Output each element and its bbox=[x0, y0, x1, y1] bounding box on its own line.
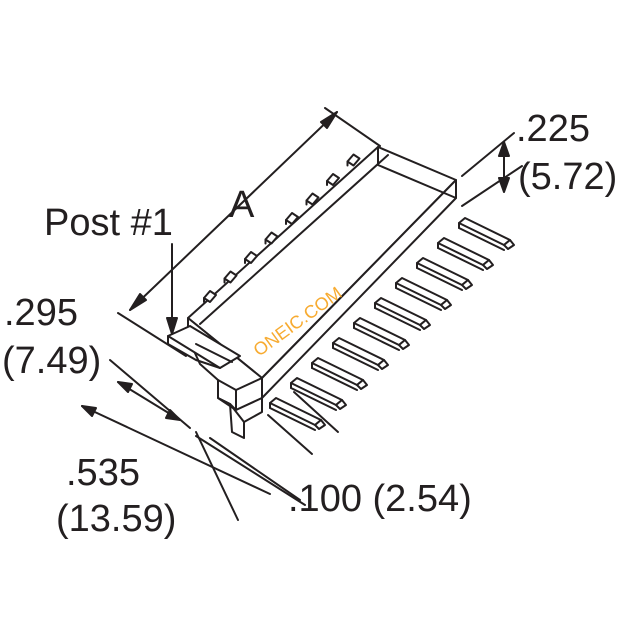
post-1-label: Post #1 bbox=[44, 202, 173, 244]
dimension-a-label: A bbox=[229, 184, 255, 226]
front-pin-tip bbox=[503, 239, 515, 250]
body-left-step-2 bbox=[235, 377, 263, 391]
dimension-height-ext-top bbox=[461, 132, 515, 177]
front-pin bbox=[458, 217, 515, 251]
top-post-tip-shape bbox=[326, 173, 340, 186]
front-pin bbox=[290, 377, 347, 411]
top-post-tip bbox=[346, 153, 361, 167]
body-standoff-edge bbox=[229, 403, 245, 423]
pitch-label: .100 (2.54) bbox=[288, 478, 472, 520]
front-pin-tip bbox=[335, 399, 347, 410]
dimension-a-line bbox=[129, 111, 338, 311]
dimension-a-arrow-end bbox=[320, 111, 338, 129]
front-pin bbox=[332, 337, 389, 371]
dimension-a bbox=[117, 107, 381, 357]
dimension-row-spacing-ext-right bbox=[195, 435, 306, 506]
post-1-leader bbox=[166, 243, 178, 335]
top-post-tip-shape bbox=[346, 153, 361, 167]
post-1-pin-chamfer bbox=[195, 343, 233, 363]
front-pin-lower-edge bbox=[311, 367, 358, 391]
top-post-tip bbox=[203, 290, 217, 303]
front-pin bbox=[269, 397, 326, 431]
dimension-a-ext-right bbox=[324, 107, 381, 147]
front-pin bbox=[311, 357, 368, 391]
front-pin-lower-edge bbox=[458, 227, 505, 251]
front-pin bbox=[395, 277, 452, 311]
top-post-tip-shape bbox=[305, 192, 320, 206]
top-post-tips bbox=[203, 153, 361, 303]
body-inner-edge bbox=[199, 154, 389, 325]
front-pin-tip bbox=[356, 379, 368, 390]
dimension-row-spacing-ext-left bbox=[195, 431, 239, 521]
front-pin-tip bbox=[314, 419, 326, 430]
body-width-inch-label: .295 bbox=[4, 292, 78, 334]
front-pin-tip bbox=[482, 259, 494, 270]
post-1-leader-arrow bbox=[166, 317, 178, 335]
front-pin bbox=[416, 257, 473, 291]
top-post-tip-shape bbox=[285, 212, 299, 225]
front-pin-lower-edge bbox=[290, 387, 337, 411]
dimension-body-width bbox=[109, 359, 191, 429]
dimension-row-spacing-line bbox=[81, 405, 271, 495]
dimension-pitch-line-1 bbox=[267, 414, 313, 455]
post-1-pin bbox=[167, 325, 241, 369]
front-pin-tip bbox=[461, 279, 473, 290]
dimension-body-width-arrow-1 bbox=[117, 381, 133, 393]
height-mm-label: (5.72) bbox=[518, 156, 618, 198]
dimension-height-arrow-top bbox=[498, 141, 510, 157]
dimension-pitch-line-3 bbox=[209, 437, 301, 501]
front-pins bbox=[269, 217, 515, 431]
height-inch-label: .225 bbox=[516, 108, 590, 150]
row-spacing-mm-label: (13.59) bbox=[56, 498, 177, 540]
dimension-a-arrow-start bbox=[129, 293, 147, 311]
post-1-pin-side bbox=[167, 335, 221, 369]
front-pin-tip bbox=[419, 319, 431, 330]
dimension-a-ext-left bbox=[117, 312, 187, 357]
dimension-pitch-line-2 bbox=[293, 391, 339, 433]
top-post-tip-shape bbox=[203, 290, 217, 303]
front-pin-lower-edge bbox=[437, 247, 484, 271]
top-post-tip bbox=[326, 173, 340, 186]
front-pin-tip bbox=[398, 339, 410, 350]
top-post-tip-shape bbox=[264, 231, 279, 245]
front-pin-tip bbox=[377, 359, 389, 370]
top-post-tip bbox=[285, 212, 299, 225]
front-pin-lower-edge bbox=[374, 307, 421, 331]
row-spacing-inch-label: .535 bbox=[66, 452, 140, 494]
dimension-row-spacing-arrow-1 bbox=[81, 405, 97, 417]
dimension-height bbox=[461, 132, 523, 207]
front-pin-lower-edge bbox=[332, 347, 379, 371]
front-pin-lower-edge bbox=[416, 267, 463, 291]
front-pin-lower-edge bbox=[395, 287, 442, 311]
dimension-height-arrow-bottom bbox=[498, 177, 510, 193]
dimension-pitch bbox=[209, 391, 339, 501]
front-pin bbox=[353, 317, 410, 351]
front-pin-tip bbox=[440, 299, 452, 310]
top-post-tip-shape bbox=[223, 270, 238, 284]
front-pin-lower-edge bbox=[269, 407, 316, 431]
top-post-tip bbox=[305, 192, 320, 206]
dimension-height-ext-bottom bbox=[461, 165, 523, 207]
body-width-mm-label: (7.49) bbox=[2, 340, 102, 382]
dimension-body-width-arrow-2 bbox=[165, 409, 181, 421]
top-post-tip bbox=[244, 251, 258, 264]
top-post-tip-shape bbox=[244, 251, 258, 264]
front-pin bbox=[374, 297, 431, 331]
top-post-tip bbox=[264, 231, 279, 245]
front-pin bbox=[437, 237, 494, 271]
top-post-tip bbox=[223, 270, 238, 284]
dimension-row-spacing bbox=[81, 405, 306, 521]
front-pin-lower-edge bbox=[353, 327, 400, 351]
